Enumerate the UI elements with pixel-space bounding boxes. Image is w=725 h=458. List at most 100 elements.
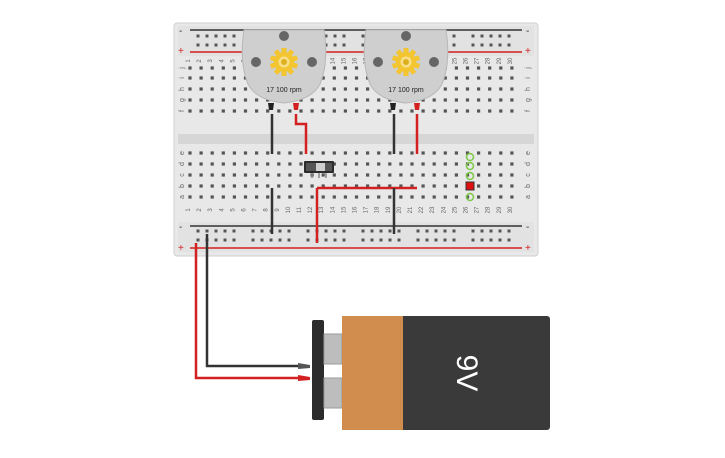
rail-hole[interactable] [214, 43, 218, 47]
breadboard-hole[interactable] [343, 195, 347, 199]
breadboard-hole[interactable] [354, 195, 359, 199]
breadboard-hole[interactable] [343, 66, 347, 70]
breadboard-hole[interactable] [210, 98, 214, 102]
rail-hole[interactable] [196, 229, 200, 233]
breadboard-hole[interactable] [255, 184, 259, 188]
breadboard-hole[interactable] [243, 98, 248, 102]
breadboard-hole[interactable] [210, 162, 214, 166]
breadboard-hole[interactable] [332, 151, 336, 155]
rail-hole[interactable] [342, 34, 346, 38]
breadboard-hole[interactable] [354, 109, 359, 113]
breadboard-hole[interactable] [232, 151, 236, 155]
rail-hole[interactable] [251, 229, 255, 233]
rail-hole[interactable] [196, 34, 200, 38]
breadboard-hole[interactable] [221, 109, 225, 113]
rail-hole[interactable] [507, 238, 511, 242]
rail-hole[interactable] [260, 229, 264, 233]
rail-hole[interactable] [342, 238, 346, 242]
rail-hole[interactable] [489, 238, 493, 242]
breadboard-hole[interactable] [232, 173, 236, 177]
breadboard-hole[interactable] [343, 98, 347, 102]
rail-hole[interactable] [251, 238, 255, 242]
breadboard-hole[interactable] [377, 109, 381, 113]
breadboard-hole[interactable] [432, 109, 436, 113]
breadboard-hole[interactable] [332, 76, 336, 80]
breadboard-hole[interactable] [343, 184, 347, 188]
breadboard-hole[interactable] [188, 173, 192, 177]
breadboard-hole[interactable] [343, 76, 347, 80]
breadboard-hole[interactable] [288, 162, 292, 166]
breadboard-hole[interactable] [454, 184, 458, 188]
breadboard-hole[interactable] [377, 195, 381, 199]
breadboard-hole[interactable] [432, 195, 436, 199]
breadboard-hole[interactable] [410, 162, 414, 166]
rail-hole[interactable] [333, 229, 337, 233]
breadboard-hole[interactable] [255, 195, 259, 199]
rail-hole[interactable] [361, 229, 365, 233]
breadboard-hole[interactable] [454, 76, 458, 80]
breadboard-hole[interactable] [221, 151, 225, 155]
breadboard-hole[interactable] [399, 184, 403, 188]
breadboard-hole[interactable] [510, 66, 514, 70]
rail-hole[interactable] [452, 238, 456, 242]
breadboard-hole[interactable] [499, 195, 503, 199]
breadboard-hole[interactable] [510, 173, 514, 177]
breadboard-hole[interactable] [477, 109, 481, 113]
breadboard-hole[interactable] [477, 76, 481, 80]
breadboard-hole[interactable] [488, 87, 492, 91]
breadboard-hole[interactable] [388, 109, 392, 113]
rail-hole[interactable] [397, 229, 401, 233]
breadboard-hole[interactable] [432, 173, 436, 177]
breadboard-hole[interactable] [343, 109, 347, 113]
rail-hole[interactable] [370, 238, 374, 242]
breadboard-hole[interactable] [354, 66, 359, 70]
breadboard-hole[interactable] [410, 195, 414, 199]
breadboard-hole[interactable] [332, 66, 336, 70]
rail-hole[interactable] [196, 43, 200, 47]
breadboard-hole[interactable] [421, 162, 425, 166]
breadboard-hole[interactable] [332, 184, 336, 188]
breadboard-hole[interactable] [321, 76, 325, 80]
breadboard-hole[interactable] [377, 162, 381, 166]
breadboard-hole[interactable] [321, 98, 325, 102]
breadboard-hole[interactable] [188, 66, 192, 70]
breadboard-hole[interactable] [443, 162, 447, 166]
breadboard-hole[interactable] [199, 151, 203, 155]
breadboard-hole[interactable] [454, 98, 458, 102]
breadboard-hole[interactable] [266, 184, 270, 188]
breadboard-hole[interactable] [366, 109, 370, 113]
breadboard-hole[interactable] [366, 151, 370, 155]
breadboard-hole[interactable] [210, 195, 214, 199]
breadboard-hole[interactable] [232, 109, 236, 113]
breadboard-hole[interactable] [510, 76, 514, 80]
breadboard-hole[interactable] [277, 109, 281, 113]
breadboard-hole[interactable] [299, 109, 303, 113]
breadboard-hole[interactable] [366, 98, 370, 102]
breadboard-hole[interactable] [210, 87, 214, 91]
breadboard-hole[interactable] [243, 151, 248, 155]
breadboard-hole[interactable] [321, 184, 325, 188]
breadboard-hole[interactable] [399, 151, 403, 155]
breadboard-hole[interactable] [299, 173, 303, 177]
breadboard-hole[interactable] [377, 184, 381, 188]
rail-hole[interactable] [507, 43, 511, 47]
battery-black-lead[interactable] [205, 234, 300, 368]
breadboard-hole[interactable] [354, 184, 359, 188]
rail-hole[interactable] [214, 34, 218, 38]
breadboard-hole[interactable] [399, 195, 403, 199]
rail-hole[interactable] [260, 238, 264, 242]
rail-hole[interactable] [471, 34, 475, 38]
breadboard-hole[interactable] [499, 173, 503, 177]
rail-hole[interactable] [196, 238, 200, 242]
rail-hole[interactable] [443, 238, 447, 242]
breadboard-hole[interactable] [277, 195, 281, 199]
breadboard-hole[interactable] [343, 87, 347, 91]
breadboard-hole[interactable] [221, 162, 225, 166]
rail-hole[interactable] [370, 229, 374, 233]
breadboard-hole[interactable] [366, 173, 370, 177]
slide-switch[interactable] [304, 161, 334, 178]
breadboard-hole[interactable] [410, 151, 414, 155]
rail-hole[interactable] [232, 229, 236, 233]
rail-hole[interactable] [205, 229, 209, 233]
rail-hole[interactable] [471, 43, 475, 47]
